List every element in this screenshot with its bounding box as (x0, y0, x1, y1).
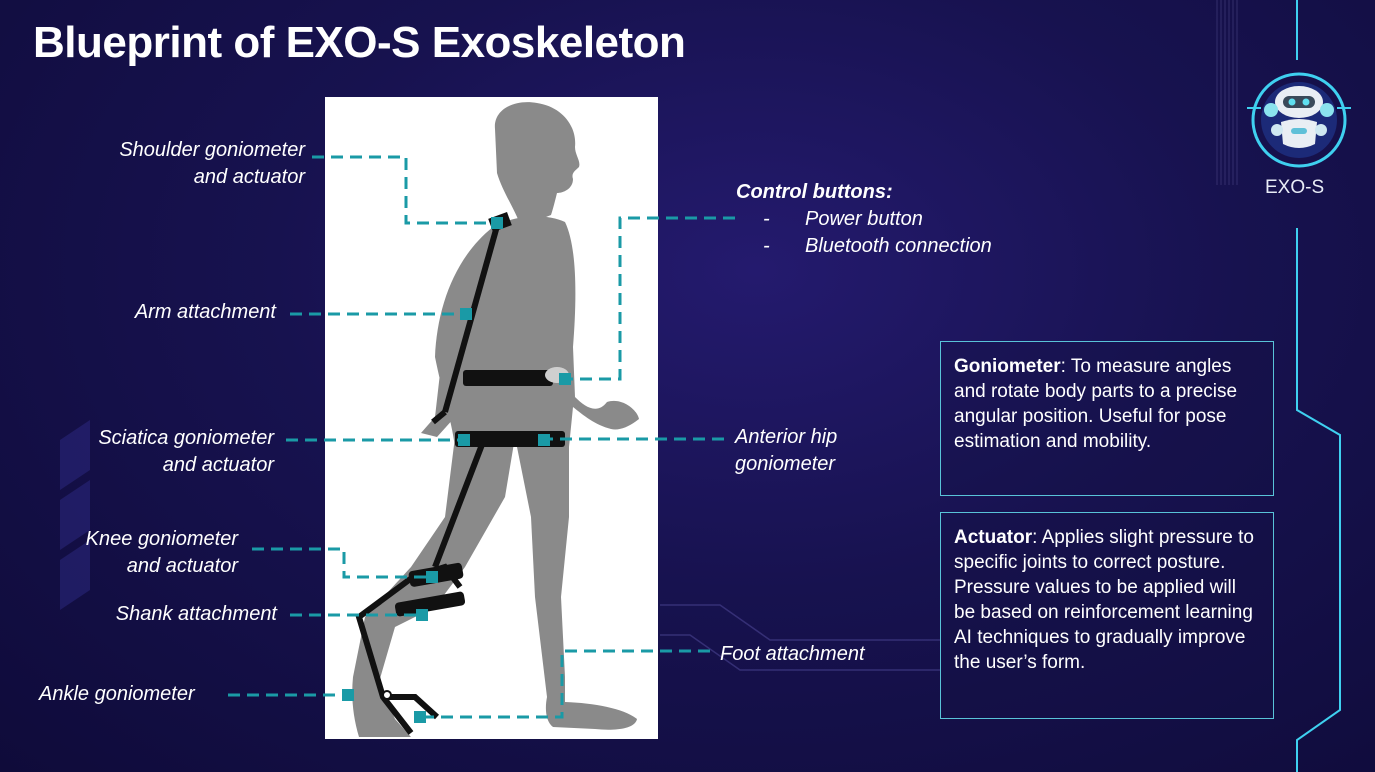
figure-panel (325, 97, 658, 739)
circuit-line-right (1296, 228, 1341, 772)
goniometer-term: Goniometer (954, 356, 1061, 377)
actuator-description: : Applies slight pressure to specific jo… (954, 527, 1254, 673)
label-sciatica-goniometer: Sciatica goniometer and actuator (98, 427, 274, 476)
leader-control (565, 216, 735, 381)
list-item: - Power button (763, 206, 992, 233)
list-item: - Bluetooth connection (763, 233, 992, 260)
goniometer-definition-box: Goniometer: To measure angles and rotate… (940, 341, 1274, 496)
leader-shoulder (312, 155, 497, 225)
goniometer-description: : To measure angles and rotate body part… (954, 356, 1238, 452)
leader-knee (252, 547, 432, 579)
control-buttons-title: Control buttons: (736, 181, 893, 203)
label-ankle-goniometer: Ankle goniometer (39, 683, 195, 705)
label-knee-goniometer: Knee goniometer and actuator (85, 528, 238, 577)
label-shank-attachment: Shank attachment (115, 603, 277, 625)
page-title: Blueprint of EXO-S Exoskeleton (33, 18, 686, 67)
actuator-definition-box: Actuator: Applies slight pressure to spe… (940, 512, 1274, 719)
label-shoulder-goniometer: Shoulder goniometer and actuator (119, 139, 305, 188)
label-arm-attachment: Arm attachment (134, 301, 276, 323)
walking-figure (352, 102, 639, 737)
power-button-label: Power button (805, 208, 923, 230)
robot-icon (1247, 72, 1351, 168)
exo-bands (394, 212, 565, 617)
label-foot-attachment: Foot attachment (720, 643, 865, 665)
logo-label: EXO-S (1265, 177, 1325, 198)
actuator-term: Actuator (954, 527, 1033, 548)
control-buttons-list: - Power button - Bluetooth connection (763, 206, 992, 260)
leader-foot (420, 649, 710, 719)
logo (1247, 68, 1351, 172)
label-anterior-hip-goniometer: Anterior hip goniometer (735, 426, 838, 475)
joint-markers (342, 217, 571, 723)
bluetooth-connection-label: Bluetooth connection (805, 235, 992, 257)
